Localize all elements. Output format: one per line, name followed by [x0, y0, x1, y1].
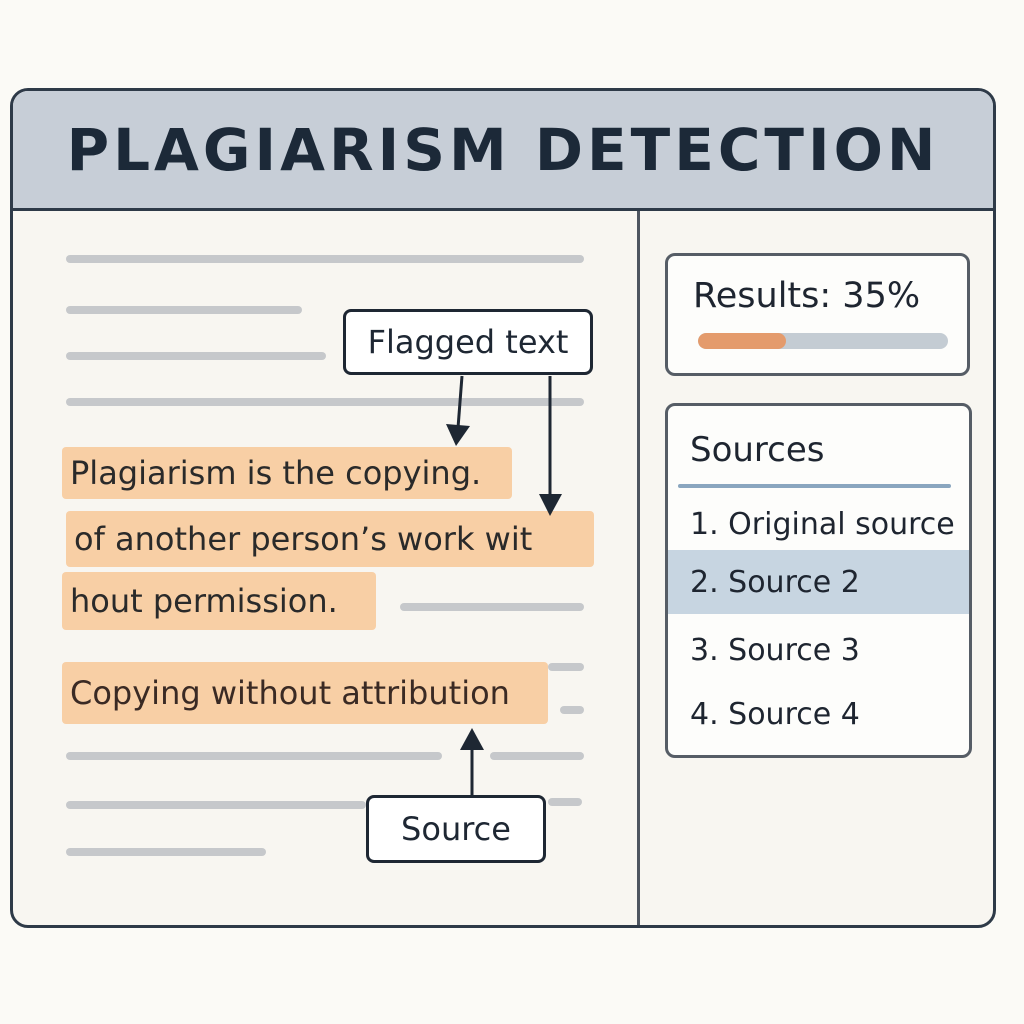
- text-line: [66, 848, 266, 856]
- source-item-1[interactable]: 1. Original source: [668, 492, 969, 556]
- text-line: [548, 798, 582, 806]
- flagged-text-callout: Flagged text: [343, 309, 593, 375]
- text-line: [66, 801, 366, 809]
- flagged-text: hout permission.: [70, 582, 338, 620]
- flagged-text: Plagiarism is the copying.: [70, 454, 482, 492]
- results-panel: Results: 35%: [665, 253, 970, 376]
- flagged-callout-label: Flagged text: [367, 323, 569, 361]
- flagged-highlight[interactable]: Plagiarism is the copying.: [62, 447, 512, 499]
- similarity-progress-fill: [698, 333, 786, 349]
- text-line: [66, 306, 302, 314]
- text-line: [548, 663, 584, 671]
- source-item-label: 3. Source 3: [690, 632, 860, 668]
- text-line: [560, 706, 584, 714]
- sources-title: Sources: [690, 430, 825, 470]
- results-label: Results: 35%: [693, 276, 921, 316]
- source-item-3[interactable]: 3. Source 3: [668, 618, 969, 682]
- attribution-highlight[interactable]: Copying without attribution: [62, 662, 548, 724]
- attribution-text: Copying without attribution: [70, 674, 510, 712]
- sources-panel: Sources 1. Original source 2. Source 2 3…: [665, 403, 972, 758]
- title-bar: PLAGIARISM DETECTION: [13, 91, 993, 211]
- panel-divider: [637, 211, 640, 925]
- text-line: [66, 398, 584, 406]
- source-item-label: 4. Source 4: [690, 696, 860, 732]
- source-item-label: 1. Original source: [690, 506, 955, 542]
- text-line: [66, 255, 584, 263]
- page-title: PLAGIARISM DETECTION: [66, 115, 940, 184]
- flagged-text: of another person’s work wit: [74, 520, 533, 558]
- source-item-2[interactable]: 2. Source 2: [668, 550, 969, 614]
- source-item-4[interactable]: 4. Source 4: [668, 682, 969, 746]
- source-callout-label: Source: [401, 810, 511, 848]
- text-line: [66, 752, 442, 760]
- flagged-highlight[interactable]: hout permission.: [62, 572, 376, 630]
- source-callout: Source: [366, 795, 546, 863]
- source-item-label: 2. Source 2: [690, 564, 860, 600]
- flagged-highlight[interactable]: of another person’s work wit: [66, 511, 594, 567]
- text-line: [400, 603, 584, 611]
- sources-divider: [678, 484, 951, 488]
- similarity-progress-bar: [698, 333, 948, 349]
- text-line: [66, 352, 326, 360]
- text-line: [490, 752, 584, 760]
